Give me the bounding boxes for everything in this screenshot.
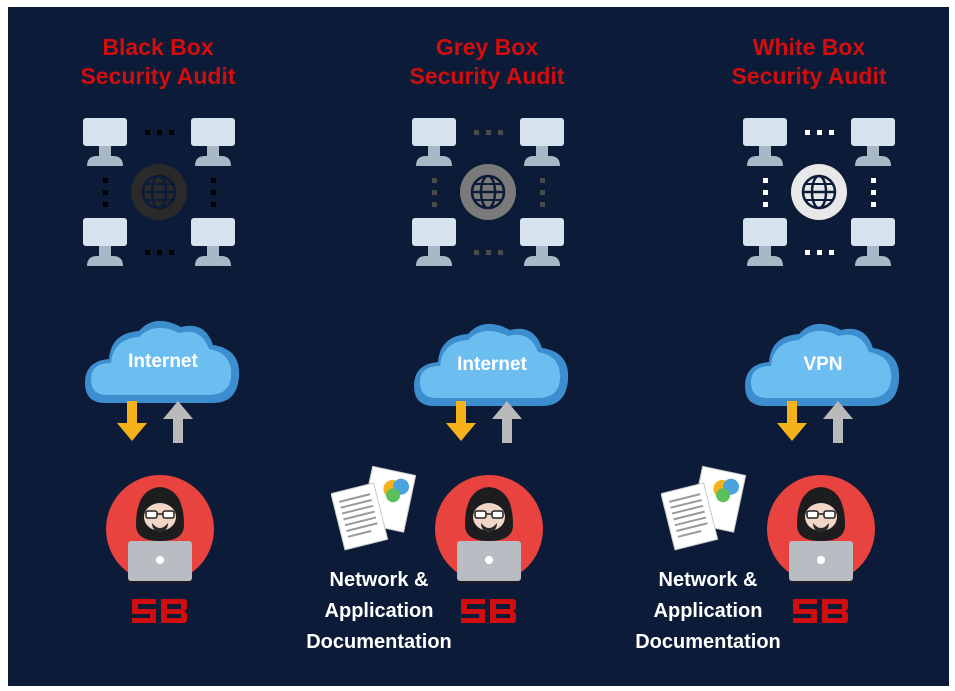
white-box-title-line2: Security Audit — [731, 63, 887, 89]
computer-top-right-icon — [520, 118, 564, 166]
cloud-label: Internet — [457, 354, 527, 375]
documentation-label: Network & Application Documentation — [284, 565, 474, 658]
computer-top-left-icon — [743, 118, 787, 166]
computer-bottom-left-icon — [83, 218, 127, 266]
traffic-arrows — [777, 401, 853, 443]
doc-label-line1: Network & — [658, 569, 758, 591]
grey-box-title: Grey Box Security Audit — [337, 33, 637, 91]
hacker-icon — [435, 475, 543, 583]
connection-dots — [103, 130, 216, 255]
black-box-title-line2: Security Audit — [80, 63, 236, 89]
computer-bottom-right-icon — [520, 218, 564, 266]
computer-bottom-right-icon — [191, 218, 235, 266]
cloud-label: VPN — [803, 354, 843, 375]
hacker-icon — [106, 475, 214, 583]
grey-box-title-line1: Grey Box — [435, 34, 539, 60]
black-box-title: Black Box Security Audit — [8, 33, 308, 91]
doc-label-line3: Documentation — [306, 631, 452, 653]
globe-icon — [460, 164, 516, 220]
white-box-title: White Box Security Audit — [669, 33, 949, 91]
computer-bottom-right-icon — [851, 218, 895, 266]
computer-bottom-left-icon — [743, 218, 787, 266]
hacker-icon — [767, 475, 875, 583]
computer-bottom-left-icon — [412, 218, 456, 266]
documents-icon — [331, 465, 417, 551]
internet-cloud: Internet — [83, 315, 243, 407]
white-box-column: White Box Security Audit — [635, 7, 949, 686]
arrow-up-icon — [492, 401, 522, 443]
doc-label-line3: Documentation — [635, 631, 781, 653]
cloud-icon — [85, 320, 240, 403]
cloud-icon — [414, 323, 569, 406]
white-box-title-line1: White Box — [752, 34, 866, 60]
computer-top-right-icon — [851, 118, 895, 166]
computer-top-right-icon — [191, 118, 235, 166]
black-box-column: Black Box Security Audit — [8, 7, 308, 686]
grey-box-column: Grey Box Security Audit — [306, 7, 637, 686]
computer-top-left-icon — [83, 118, 127, 166]
network-computers-icon — [83, 118, 235, 266]
computer-top-left-icon — [412, 118, 456, 166]
grey-box-title-line2: Security Audit — [409, 63, 565, 89]
network-computers-icon — [412, 118, 564, 266]
connection-dots — [763, 130, 876, 255]
arrow-down-icon — [777, 401, 807, 441]
diagram-canvas: Black Box Security Audit — [8, 7, 949, 686]
internet-cloud: Internet — [412, 318, 572, 410]
cloud-icon — [745, 323, 900, 406]
documentation-label: Network & Application Documentation — [613, 565, 803, 658]
arrow-up-icon — [823, 401, 853, 443]
doc-label-line1: Network & — [329, 569, 429, 591]
documents-icon — [661, 465, 747, 551]
globe-icon — [131, 164, 187, 220]
arrow-up-icon — [163, 401, 193, 443]
cloud-label: Internet — [128, 351, 198, 372]
connection-dots — [432, 130, 545, 255]
sb-logo — [132, 599, 187, 623]
traffic-arrows — [446, 401, 522, 443]
arrow-down-icon — [446, 401, 476, 441]
doc-label-line2: Application — [324, 600, 434, 622]
globe-icon — [791, 164, 847, 220]
sb-logo — [461, 599, 516, 623]
network-computers-icon — [743, 118, 895, 266]
traffic-arrows — [117, 401, 193, 443]
black-box-title-line1: Black Box — [102, 34, 214, 60]
doc-label-line2: Application — [653, 600, 763, 622]
sb-logo — [793, 599, 848, 623]
arrow-down-icon — [117, 401, 147, 441]
vpn-cloud: VPN — [743, 318, 903, 410]
